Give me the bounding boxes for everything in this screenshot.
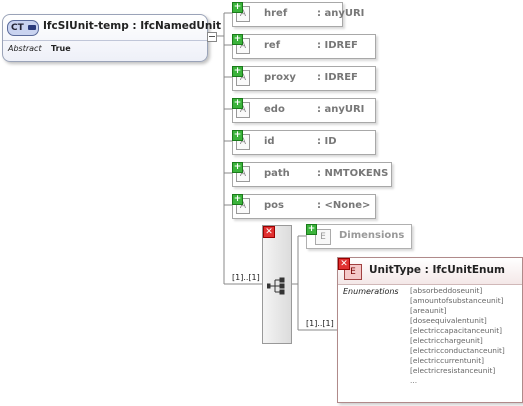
enumeration-item: [doseequivalentunit] (410, 316, 487, 325)
plus-icon[interactable]: + (232, 34, 243, 45)
attribute-path[interactable]: A + path : NMTOKENS (232, 162, 392, 187)
plus-icon[interactable]: + (232, 2, 243, 13)
enumeration-item: ... (410, 376, 418, 385)
enumeration-item: [amountofsubstanceunit] (410, 296, 504, 305)
close-icon[interactable]: ✕ (338, 258, 350, 270)
unit-type-header: E ✕ UnitType : IfcUnitEnum (338, 258, 522, 285)
sequence-multiplicity: [1]..[1] (232, 273, 260, 282)
plus-icon[interactable]: + (306, 224, 317, 235)
element-icon: E (315, 229, 331, 245)
plus-icon[interactable]: + (232, 162, 243, 173)
attribute-type: : ID (317, 136, 337, 147)
attribute-name: edo (264, 104, 285, 115)
plus-icon[interactable]: + (232, 98, 243, 109)
attribute-edo[interactable]: A + edo : anyURI (232, 98, 376, 123)
attribute-proxy[interactable]: A + proxy : IDREF (232, 66, 376, 91)
enumeration-item: [electricconductanceunit] (410, 346, 505, 355)
attribute-type: : IDREF (317, 72, 358, 83)
attribute-name: id (264, 136, 275, 147)
attribute-name: proxy (264, 72, 296, 83)
attribute-name: ref (264, 40, 281, 51)
abstract-value: True (51, 44, 71, 53)
enumeration-item: [electricchargeunit] (410, 336, 483, 345)
element-name: Dimensions (339, 230, 405, 241)
unit-type-title: UnitType : IfcUnitEnum (369, 264, 505, 276)
close-icon[interactable]: ✕ (263, 226, 275, 238)
complex-type-header: CT IfcSIUnit-temp : IfcNamedUnit (7, 19, 221, 37)
abstract-label: Abstract (8, 44, 42, 53)
enumeration-item: [absorbeddoseunit] (410, 286, 483, 295)
attribute-pos[interactable]: A + pos : <None> (232, 194, 376, 219)
attribute-name: href (264, 8, 288, 19)
attribute-id[interactable]: A + id : ID (232, 130, 376, 155)
attribute-href[interactable]: A + href : anyURI (232, 2, 364, 27)
complex-type-badge-label: CT (11, 23, 24, 33)
enumeration-item: [areaunit] (410, 306, 447, 315)
complex-type-icon (28, 25, 36, 30)
attribute-type: : anyURI (317, 104, 365, 115)
complex-type-title: IfcSIUnit-temp : IfcNamedUnit (43, 20, 222, 32)
attribute-type: : anyURI (317, 8, 365, 19)
enumerations-label: Enumerations (343, 287, 399, 296)
sequence-icon (267, 277, 285, 295)
element-dimensions[interactable]: E + Dimensions (306, 224, 412, 249)
enumerations-list: [absorbeddoseunit] [amountofsubstanceuni… (410, 286, 505, 386)
plus-icon[interactable]: + (232, 66, 243, 77)
complex-type-box[interactable]: CT IfcSIUnit-temp : IfcNamedUnit Abstrac… (2, 14, 221, 62)
collapse-toggle[interactable] (207, 32, 217, 42)
element-unit-type[interactable]: E ✕ UnitType : IfcUnitEnum Enumerations … (337, 257, 523, 403)
enumeration-item: [electriccurrentunit] (410, 356, 485, 365)
attribute-name: pos (264, 200, 284, 211)
enumeration-item: [electricresistanceunit] (410, 366, 496, 375)
attribute-name: path (264, 168, 290, 179)
enumeration-item: [electriccapacitanceunit] (410, 326, 503, 335)
complex-type-badge: CT (7, 20, 39, 36)
sequence-compositor[interactable]: ✕ (262, 225, 292, 344)
plus-icon[interactable]: + (232, 130, 243, 141)
unit-type-multiplicity: [1]..[1] (306, 319, 334, 328)
attribute-ref[interactable]: A + ref : IDREF (232, 34, 376, 59)
attribute-type: : <None> (317, 200, 371, 211)
divider (3, 40, 207, 41)
attribute-type: : NMTOKENS (317, 168, 389, 179)
attribute-type: : IDREF (317, 40, 358, 51)
plus-icon[interactable]: + (232, 194, 243, 205)
